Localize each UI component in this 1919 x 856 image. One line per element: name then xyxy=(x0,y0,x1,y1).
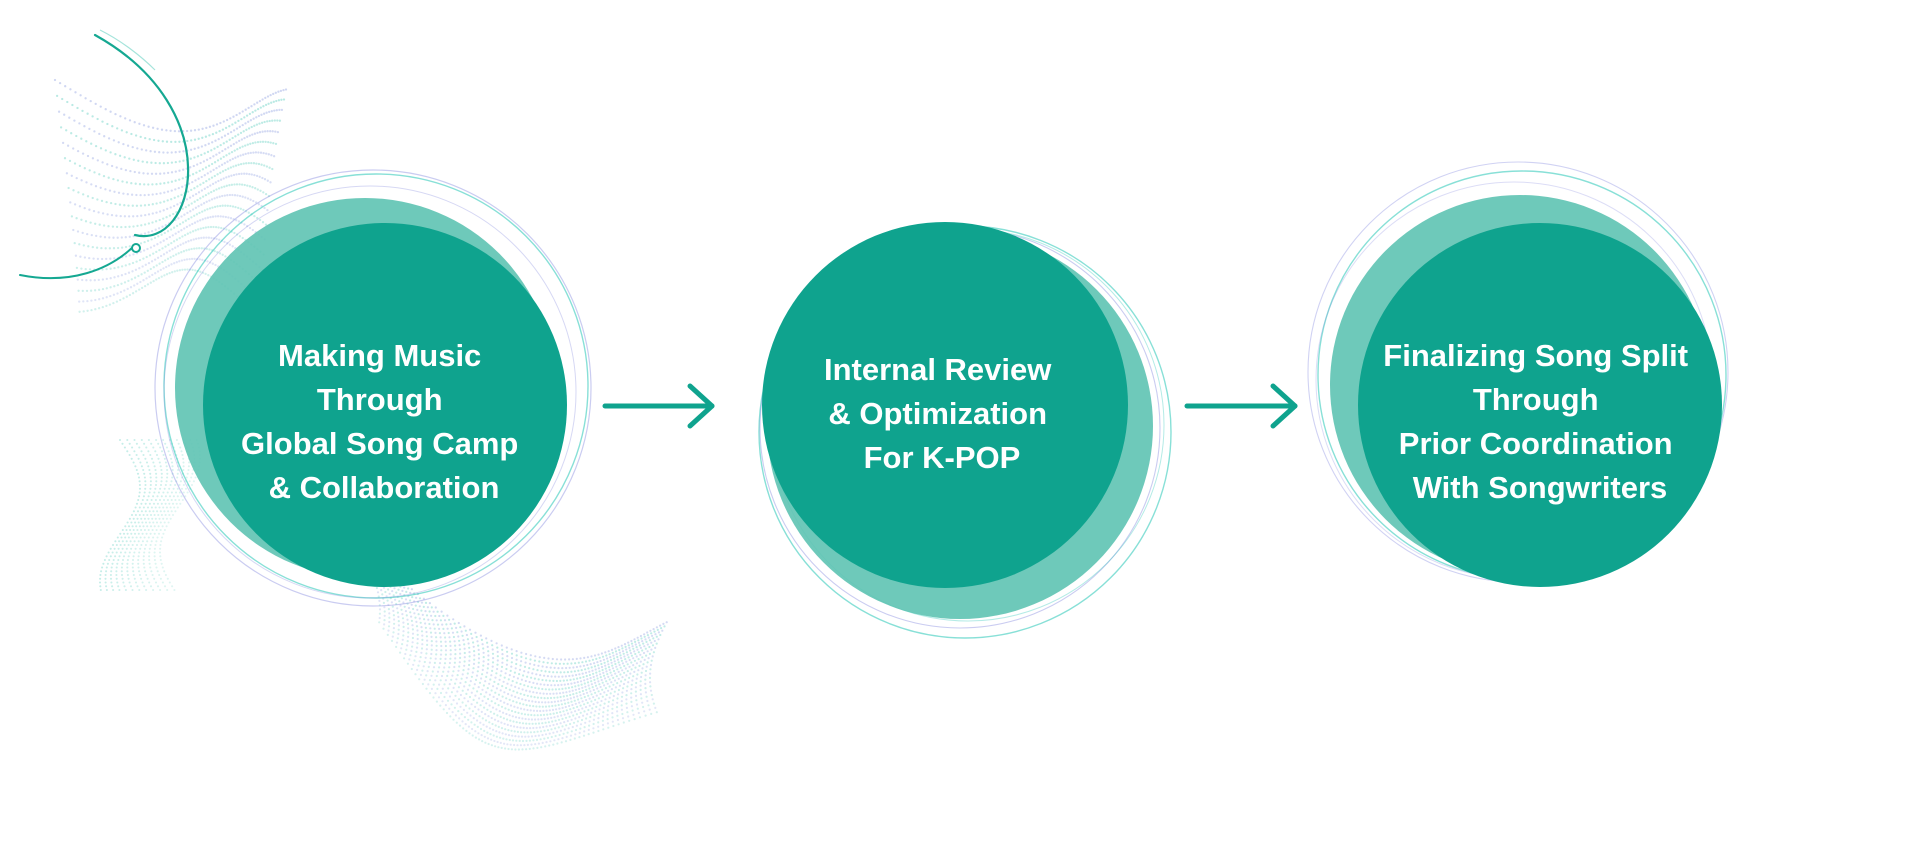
step-3-label-line: Through xyxy=(1473,382,1599,417)
step-3-label: Finalizing Song Split Through Prior Coor… xyxy=(1383,338,1696,505)
step-2-label-line: For K-POP xyxy=(864,440,1021,475)
step-2: Internal Review & Optimization For K-POP xyxy=(758,222,1172,639)
step-3-label-line: Prior Coordination xyxy=(1399,426,1673,461)
step-1-label-line: Through xyxy=(317,382,443,417)
arrow-right-icon xyxy=(1184,383,1298,429)
step-2-label-line: Internal Review xyxy=(824,352,1052,387)
step-1: Making Music Through Global Song Camp & … xyxy=(154,169,592,607)
step-3-label-line: With Songwriters xyxy=(1413,470,1668,505)
step-3: Finalizing Song Split Through Prior Coor… xyxy=(1307,161,1729,587)
arrow-right-icon xyxy=(602,383,715,429)
step-3-circle xyxy=(1358,223,1722,587)
dotted-wave-pattern xyxy=(53,78,668,751)
step-1-circle xyxy=(203,223,567,587)
step-3-label-line: Finalizing Song Split xyxy=(1383,338,1688,373)
step-1-rings xyxy=(154,169,592,607)
step-1-label-line: Making Music xyxy=(278,338,481,373)
step-1-label-line: Global Song Camp xyxy=(241,426,518,461)
step-1-label: Making Music Through Global Song Camp & … xyxy=(241,338,527,505)
step-1-label-line: & Collaboration xyxy=(269,470,500,505)
step-2-label: Internal Review & Optimization For K-POP xyxy=(824,352,1060,475)
step-2-label-line: & Optimization xyxy=(828,396,1047,431)
arc-icon xyxy=(19,29,190,280)
step-2-circle xyxy=(762,222,1128,588)
